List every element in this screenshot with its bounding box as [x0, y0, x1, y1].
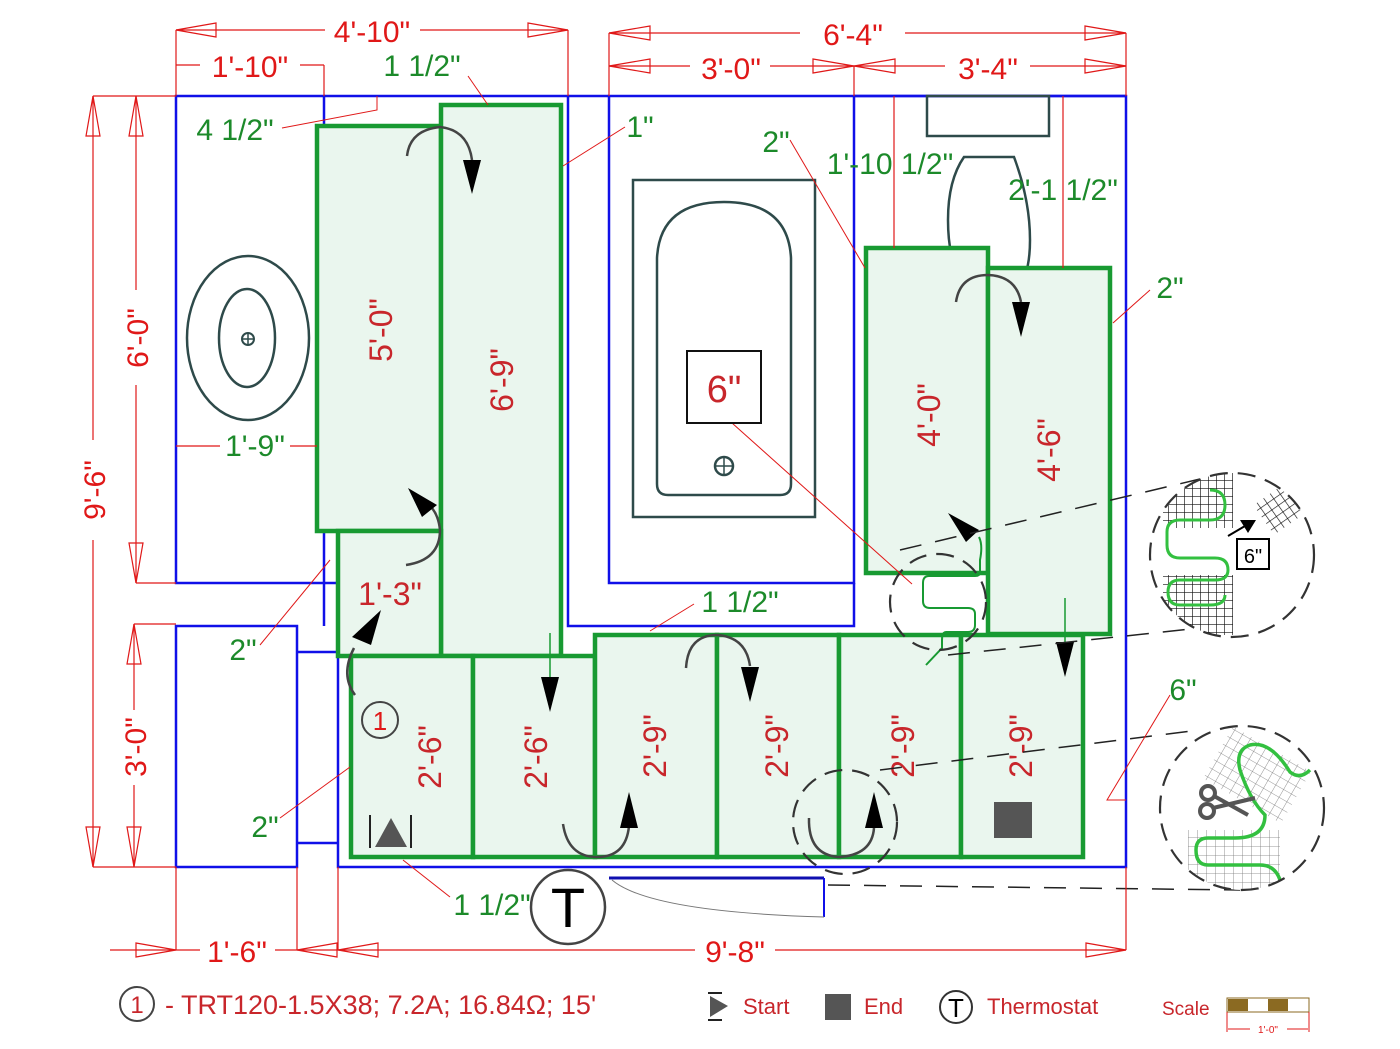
legend-circuit-number: 1: [130, 992, 143, 1019]
mat-label-2-9-a: 2'-9": [637, 714, 673, 778]
detail-cut-label: 6": [1244, 546, 1262, 568]
clear-vanity-width: 1'-9": [225, 430, 285, 463]
clear-toilet-right: 2'-1 1/2": [1008, 174, 1118, 207]
detail-cut-mat: [1158, 724, 1326, 892]
legend: 1 - TRT120-1.5X38; 7.2A; 16.84Ω; 15' Sta…: [119, 986, 1310, 1036]
mat-label-4-6: 4'-6": [1031, 418, 1067, 482]
legend-thermostat-label: Thermostat: [987, 994, 1098, 1019]
tub-alcove-wall: [607, 94, 856, 585]
dim-top-right-sub-b: 3'-4": [958, 53, 1018, 86]
down-arrow-icon: [1056, 598, 1074, 677]
dim-top-right-sub-a: 3'-0": [701, 53, 761, 86]
mat-4-0[interactable]: [863, 245, 991, 576]
legend-thermostat-symbol: T: [948, 993, 964, 1023]
mat-label-1-3: 1'-3": [358, 576, 422, 612]
clear-left-wall-lower: 2": [251, 811, 278, 844]
dimension-lines: [85, 22, 1171, 958]
clear-right-wall-gap: 2": [1156, 272, 1183, 305]
clear-toilet-side-gap: 2": [762, 126, 789, 159]
mat-2-9-c[interactable]: [836, 632, 964, 860]
tub-drain-icon: [713, 455, 735, 477]
legend-circuit-spec: - TRT120-1.5X38; 7.2A; 16.84Ω; 15': [165, 990, 596, 1020]
turn-arrow-icon: [807, 792, 883, 859]
circuit-number: 1: [373, 706, 387, 736]
mat-label-2-6-a: 2'-6": [412, 725, 448, 789]
legend-end-label: End: [864, 994, 903, 1019]
dim-top-overall-right: 6'-4": [823, 19, 883, 52]
turn-arrow-icon: [405, 488, 442, 567]
cable-detour: [888, 513, 988, 666]
circuit-marker[interactable]: 1: [361, 701, 399, 739]
mat-label-4-0: 4'-0": [911, 383, 947, 447]
mat-5-0[interactable]: [314, 123, 444, 534]
clear-tub-side-gap: 1": [626, 111, 653, 144]
mat-label-2-9-d: 2'-9": [1003, 714, 1039, 778]
mat-label-2-9-c: 2'-9": [885, 714, 921, 778]
turn-arrow-icon: [954, 273, 1030, 337]
clear-tub-front-gap: 1 1/2": [701, 586, 778, 619]
turn-arrow-icon: [405, 125, 481, 194]
clear-top-mat-gap: 1 1/2": [383, 50, 460, 83]
dim-left-upper: 6'-0": [122, 308, 155, 368]
heating-mats: 5'-0" 6'-9" 1'-3" 2'-6" 2'-6" 2'-9" 2'-9…: [314, 102, 1113, 860]
dimension-labels: 4'-10" 1'-10" 6'-4" 3'-0" 3'-4" 9'-6" 6'…: [79, 16, 1197, 969]
turn-arrow-icon: [561, 792, 638, 859]
mat-2-9-a[interactable]: [592, 632, 720, 860]
fixtures: [185, 94, 1051, 519]
start-legend-icon: [710, 996, 728, 1017]
legend-circuit: 1 - TRT120-1.5X38; 7.2A; 16.84Ω; 15': [119, 986, 596, 1022]
detail-mat-turn: 6": [1148, 471, 1316, 639]
clear-bottom-wall-gap: 1 1/2": [453, 889, 530, 922]
dim-top-left-sub: 1'-10": [212, 51, 288, 84]
clear-toilet-left: 1'-10 1/2": [827, 148, 953, 181]
mat-4-6[interactable]: [985, 265, 1113, 637]
legend-scale: Scale 1'-0": [1162, 997, 1310, 1036]
clear-left-wall-upper: 2": [229, 634, 256, 667]
closet-wall: [174, 624, 299, 869]
turn-arrow-icon: [346, 610, 381, 696]
walls: [174, 94, 1128, 918]
mat-2-6-b[interactable]: [470, 653, 598, 860]
thermostat-marker[interactable]: T: [529, 868, 607, 946]
turn-arrow-icon: [684, 633, 759, 702]
door-swing: [611, 879, 825, 918]
end-legend-icon: [825, 994, 851, 1020]
clear-vanity-gap: 4 1/2": [196, 114, 273, 147]
end-icon[interactable]: [994, 802, 1032, 838]
down-arrow-icon: [541, 633, 559, 712]
direction-arrows: [346, 125, 1074, 876]
mat-label-5-0: 5'-0": [363, 298, 399, 362]
sink: [185, 254, 311, 422]
legend-thermostat: T Thermostat: [939, 990, 1098, 1024]
clear-right-wall-lower: 6": [1169, 674, 1196, 707]
mat-label-2-6-b: 2'-6": [518, 725, 554, 789]
scissors-icon: [1198, 784, 1256, 820]
markers: 1 T: [361, 701, 1032, 946]
legend-start-label: Start: [743, 994, 789, 1019]
dim-bottom-main: 9'-8": [705, 936, 765, 969]
dim-bottom-left: 1'-6": [207, 936, 267, 969]
tub-cable-gap-label: 6": [707, 369, 742, 411]
legend-start: Start: [708, 992, 789, 1021]
tub-cable-gap-box: [686, 350, 762, 424]
arrow-icon: [1240, 520, 1256, 533]
thermostat-symbol: T: [551, 876, 585, 939]
legend-end: End: [825, 994, 903, 1020]
mat-label-2-9-b: 2'-9": [759, 714, 795, 778]
dim-top-overall-left: 4'-10": [334, 16, 410, 49]
legend-scale-label: Scale: [1162, 999, 1210, 1020]
mat-label-6-9: 6'-9": [484, 348, 520, 412]
bathtub: [631, 178, 817, 519]
dim-left-overall: 9'-6": [79, 460, 112, 520]
legend-scale-value: 1'-0": [1258, 1025, 1278, 1036]
dim-left-lower: 3'-0": [120, 717, 153, 777]
start-icon[interactable]: [369, 815, 412, 848]
cut-detail-circle: [791, 768, 899, 876]
